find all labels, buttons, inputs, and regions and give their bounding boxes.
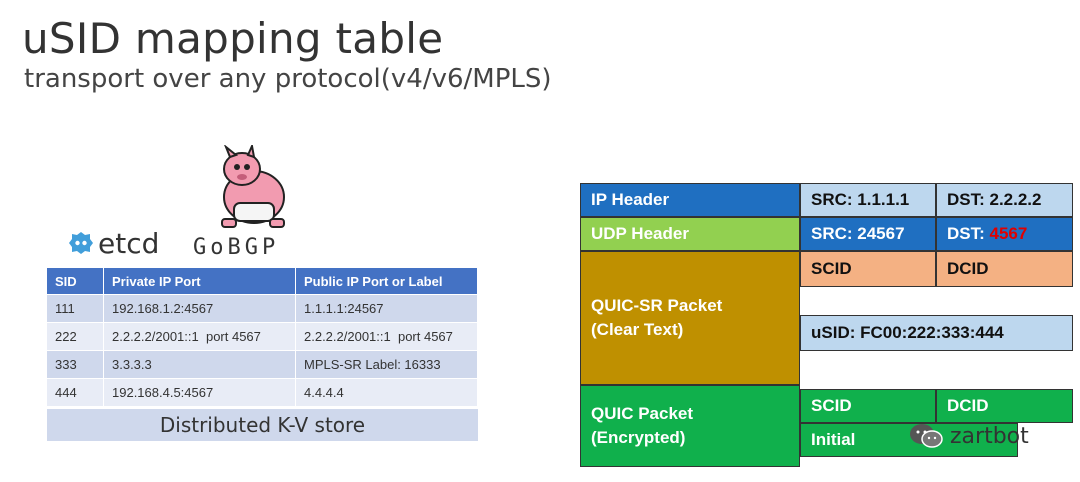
gobgp-gopher-icon	[221, 145, 285, 228]
quic-sr-title: QUIC-SR Packet	[591, 296, 723, 316]
table-cell: 222	[47, 322, 104, 351]
ip-header-cell: IP Header	[580, 183, 800, 217]
page-title: uSID mapping table	[22, 14, 444, 63]
udp-dst-cell: DST: 4567	[936, 217, 1073, 251]
usid-cell: uSID: FC00:222:333:444	[800, 315, 1073, 351]
table-cell: 333	[47, 350, 104, 379]
wechat-icon	[910, 424, 943, 448]
quic-subtitle: (Encrypted)	[591, 428, 686, 447]
table-row: 111 192.168.1.2:4567 1.1.1.1:24567	[47, 294, 478, 323]
ip-dst-cell: DST: 2.2.2.2	[936, 183, 1073, 217]
udp-dst-label: DST:	[947, 224, 990, 243]
ip-src-cell: SRC: 1.1.1.1	[800, 183, 936, 217]
table-cell: 111	[47, 294, 104, 323]
table-cell: 444	[47, 378, 104, 406]
table-header-row: SID Private IP Port Public IP Port or La…	[47, 268, 478, 295]
dcid-cell: DCID	[936, 251, 1073, 287]
dcid-encrypted-cell: DCID	[936, 389, 1073, 423]
quic-title: QUIC Packet	[591, 404, 694, 424]
quic-sr-subtitle: (Clear Text)	[591, 320, 684, 339]
scid-cell: SCID	[800, 251, 936, 287]
etcd-icon	[69, 232, 93, 254]
etcd-wordmark: etcd	[98, 226, 160, 260]
kv-store-label: Distributed K-V store	[47, 409, 478, 441]
etcd-logo: etcd	[68, 225, 188, 261]
udp-header-cell: UDP Header	[580, 217, 800, 251]
quic-sr-packet-cell: QUIC-SR Packet (Clear Text)	[580, 251, 800, 385]
scid-encrypted-cell: SCID	[800, 389, 936, 423]
watermark: zartbot	[908, 422, 1029, 450]
udp-dst-port: 4567	[989, 224, 1028, 243]
initial-cell: Initial	[800, 423, 1018, 457]
table-cell: 1.1.1.1:24567	[295, 294, 478, 323]
watermark-text: zartbot	[950, 423, 1029, 449]
column-header-private: Private IP Port	[103, 268, 296, 295]
table-cell: 2.2.2.2/2001::1 port 4567	[103, 322, 296, 351]
table-cell: MPLS-SR Label: 16333	[295, 350, 478, 379]
page-subtitle: transport over any protocol(v4/v6/MPLS)	[24, 64, 552, 94]
usid-mapping-table: SID Private IP Port Public IP Port or La…	[47, 268, 478, 406]
table-row: 222 2.2.2.2/2001::1 port 4567 2.2.2.2/20…	[47, 322, 478, 351]
table-cell: 4.4.4.4	[295, 378, 478, 406]
gobgp-wordmark: GoBGP	[193, 235, 280, 260]
udp-src-cell: SRC: 24567	[800, 217, 936, 251]
table-cell: 192.168.1.2:4567	[103, 294, 296, 323]
column-header-public: Public IP Port or Label	[295, 268, 478, 295]
table-row: 444 192.168.4.5:4567 4.4.4.4	[47, 378, 478, 406]
table-cell: 3.3.3.3	[103, 350, 296, 379]
quic-packet-cell: QUIC Packet (Encrypted)	[580, 385, 800, 467]
column-header-sid: SID	[47, 268, 104, 295]
table-cell: 192.168.4.5:4567	[103, 378, 296, 406]
table-row: 333 3.3.3.3 MPLS-SR Label: 16333	[47, 350, 478, 379]
table-cell: 2.2.2.2/2001::1 port 4567	[295, 322, 478, 351]
